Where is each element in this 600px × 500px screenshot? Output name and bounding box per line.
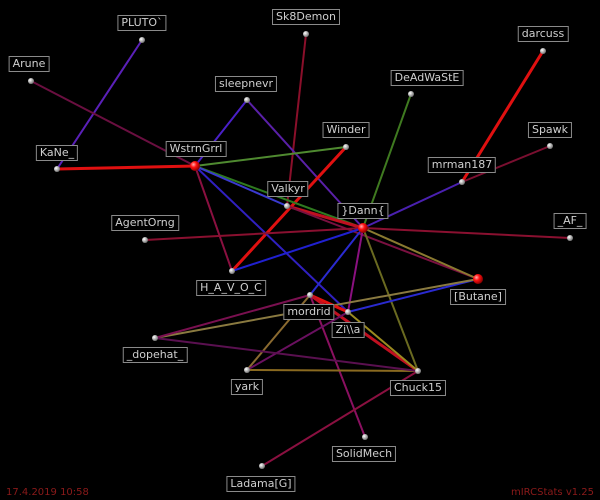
node-dot-Dann	[358, 223, 368, 233]
node-label-KaNe: KaNe_	[35, 145, 79, 161]
edge-AgentOrng-Dann	[144, 227, 364, 241]
edge-Dann-HAVOC	[231, 227, 364, 272]
edge-Dann-mordrid	[309, 227, 364, 296]
node-label-sleepnevr: sleepnevr	[214, 76, 278, 92]
node-label-mordrid: mordrid	[283, 304, 335, 320]
node-label-AF: _AF_	[553, 213, 587, 229]
edge-WstrnGrrl-HAVOC	[194, 165, 233, 272]
node-label-WstrnGrrl: WstrnGrrl	[165, 141, 227, 157]
node-dot-Valkyr	[284, 203, 290, 209]
node-dot-mrman187	[459, 179, 465, 185]
node-dot-PLUTO	[139, 37, 145, 43]
edge-mordrid-dopehat	[154, 294, 311, 339]
edge-WstrnGrrl-Valkyr	[194, 165, 288, 207]
node-label-Dann: }Dann{	[337, 203, 389, 219]
edge-KaNe-WstrnGrrl	[55, 164, 197, 171]
edge-Dann-Chuck15	[362, 227, 419, 372]
node-dot-SolidMech	[362, 434, 368, 440]
node-dot-Butane	[473, 274, 483, 284]
edge-Dann-Butane	[362, 227, 479, 280]
node-dot-HAVOC	[229, 268, 235, 274]
node-dot-Arune	[28, 78, 34, 84]
node-label-DeAdWaStE: DeAdWaStE	[390, 70, 464, 86]
node-label-Ladama: Ladama[G]	[226, 476, 296, 492]
node-dot-Chuck15	[415, 368, 421, 374]
edge-Dann-Zila	[347, 227, 364, 313]
timestamp: 17.4.2019 10:58	[6, 487, 89, 498]
node-dot-darcuss	[540, 48, 546, 54]
node-label-Valkyr: Valkyr	[267, 181, 309, 197]
node-dot-Sk8Demon	[303, 31, 309, 37]
node-label-PLUTO: PLUTO`	[117, 15, 167, 31]
node-label-yark: yark	[230, 379, 264, 395]
node-dot-mordrid	[307, 292, 313, 298]
node-dot-WstrnGrrl	[190, 161, 200, 171]
edge-Butane-Zila	[347, 278, 479, 313]
node-label-HAVOC: H_A_V_O_C	[196, 280, 266, 296]
node-dot-AF	[567, 235, 573, 241]
node-label-AgentOrng: AgentOrng	[111, 215, 179, 231]
node-label-Butane: [Butane]	[450, 289, 506, 305]
node-dot-Spawk	[547, 143, 553, 149]
edge-Chuck15-dopehat	[154, 337, 419, 372]
node-dot-dopehat	[152, 335, 158, 341]
edge-Valkyr-Dann	[285, 204, 365, 230]
edge-Winder-HAVOC	[230, 145, 348, 273]
credit-text: mIRCStats v1.25	[510, 487, 594, 498]
node-label-mrman187: mrman187	[427, 157, 497, 173]
node-dot-yark	[244, 367, 250, 373]
node-label-Arune: Arune	[8, 56, 50, 72]
node-dot-Zila	[345, 309, 351, 315]
edge-mrman187-Dann	[362, 181, 463, 229]
edge-Valkyr-Butane	[286, 205, 479, 280]
node-dot-Winder	[343, 144, 349, 150]
node-label-Sk8Demon: Sk8Demon	[271, 9, 341, 25]
node-label-dopehat: _dopehat_	[122, 347, 188, 363]
edge-Sk8Demon-Valkyr	[286, 33, 307, 207]
edge-Zila-Chuck15	[347, 311, 419, 372]
node-dot-Ladama	[259, 463, 265, 469]
edge-WstrnGrrl-Zila	[194, 165, 349, 313]
node-dot-sleepnevr	[244, 97, 250, 103]
node-dot-DeAdWaStE	[408, 91, 414, 97]
node-label-darcuss: darcuss	[517, 26, 569, 42]
edge-Spawk-mrman187	[461, 145, 551, 183]
node-dot-KaNe	[54, 166, 60, 172]
node-label-Spawk: Spawk	[527, 122, 573, 138]
edge-Winder-WstrnGrrl	[194, 146, 347, 167]
edge-Zila-yark	[246, 311, 349, 371]
edge-WstrnGrrl-Dann	[194, 165, 364, 229]
node-label-Winder: Winder	[322, 122, 370, 138]
edge-Dann-AF	[362, 227, 571, 239]
node-label-Zila: Zi\\a	[331, 322, 365, 338]
node-label-SolidMech: SolidMech	[331, 446, 397, 462]
node-label-Chuck15: Chuck15	[389, 380, 447, 396]
node-dot-AgentOrng	[142, 237, 148, 243]
edge-yark-Chuck15	[246, 369, 419, 372]
